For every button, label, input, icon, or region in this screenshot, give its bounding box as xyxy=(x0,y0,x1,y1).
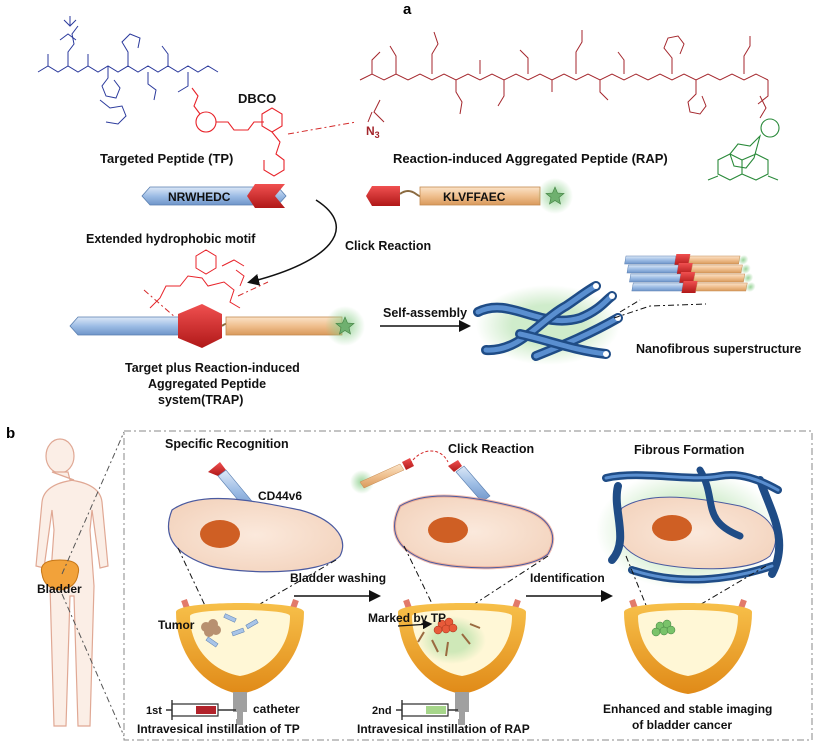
imaged-tumor xyxy=(651,619,676,637)
second-label: 2nd xyxy=(372,705,392,717)
tumor-label: Tumor xyxy=(158,618,195,632)
result-caption-line1: Enhanced and stable imaging xyxy=(603,702,772,716)
dbco-label: DBCO xyxy=(238,91,276,106)
marked-by-tp-label: Marked by TP xyxy=(368,611,446,625)
panel-b-letter: b xyxy=(6,425,15,442)
tp-probe-icon-2 xyxy=(448,460,491,503)
rap-chemical-structure xyxy=(359,30,769,123)
panel-a-letter: a xyxy=(403,1,412,18)
tp-linker xyxy=(191,87,285,177)
trap-caption-line2: Aggregated Peptide xyxy=(148,377,266,391)
tp-caption: Targeted Peptide (TP) xyxy=(100,151,233,166)
tp-probes-in-bladder xyxy=(205,613,259,648)
first-label: 1st xyxy=(146,705,162,717)
nanofiber-label: Nanofibrous superstructure xyxy=(636,342,801,356)
step2-caption: Intravesical instillation of RAP xyxy=(357,722,530,736)
cd44v6-label: CD44v6 xyxy=(258,489,302,503)
tp-sequence: NRWHEDC xyxy=(168,190,231,204)
nucleus-1 xyxy=(200,520,240,548)
fluorescein-dye xyxy=(707,118,780,181)
self-assembly-label: Self-assembly xyxy=(383,306,467,320)
syringe-2-icon xyxy=(396,700,458,720)
panel-b-frame xyxy=(123,430,813,741)
bladder-3 xyxy=(624,599,752,694)
click-reaction-label-a: Click Reaction xyxy=(345,239,431,253)
bladder-icon xyxy=(40,559,80,591)
bladder-washing-label: Bladder washing xyxy=(290,571,386,585)
click-reaction-label-b: Click Reaction xyxy=(448,442,534,456)
rap-probe-icon xyxy=(350,458,414,494)
tp-arrow-icon: NRWHEDC xyxy=(141,184,287,208)
nucleus-3 xyxy=(652,515,692,541)
rap-arrow-icon: KLVFFAEC xyxy=(366,178,573,214)
identification-label: Identification xyxy=(530,571,605,585)
trap-dashed-lines xyxy=(143,281,269,319)
bladder-zoom-lines xyxy=(61,431,125,737)
trap-conjugate-structure xyxy=(149,249,245,309)
catheter-label: catheter xyxy=(253,702,300,716)
azide-label: N3 xyxy=(366,124,380,140)
zoom-lines-1 xyxy=(177,547,337,613)
marked-tumor xyxy=(433,617,458,635)
step1-caption: Intravesical instillation of TP xyxy=(137,722,300,736)
result-caption-line2: of bladder cancer xyxy=(632,718,732,732)
tp-chemical-structure xyxy=(37,16,219,125)
bladder-label: Bladder xyxy=(37,582,82,596)
dbco-azide-connector xyxy=(287,121,357,135)
fiber-network xyxy=(602,466,784,584)
tumor-1 xyxy=(201,619,221,637)
click-curve xyxy=(409,450,449,465)
trap-caption-line1: Target plus Reaction-induced xyxy=(125,361,300,375)
hydrophobic-motif-label: Extended hydrophobic motif xyxy=(86,232,256,246)
marked-arrow xyxy=(397,619,433,630)
zoom-lines-2 xyxy=(403,545,549,617)
nanofiber-bundle xyxy=(473,281,623,365)
cell-3 xyxy=(616,496,776,570)
zoom-connector xyxy=(613,299,707,319)
rap-caption: Reaction-induced Aggregated Peptide (RAP… xyxy=(393,151,668,166)
cell-1 xyxy=(167,497,344,573)
rap-sequence: KLVFFAEC xyxy=(443,190,506,204)
trap-caption-line3: system(TRAP) xyxy=(158,393,243,407)
click-reaction-arrow xyxy=(247,199,337,286)
trap-arrow-icon xyxy=(69,304,365,348)
human-silhouette xyxy=(35,438,109,727)
trap-probes-in-bladder xyxy=(417,623,481,657)
nucleus-2 xyxy=(428,517,468,543)
fibrous-formation-label: Fibrous Formation xyxy=(634,443,744,457)
syringe-1-icon xyxy=(166,700,236,720)
zoomed-peptide-stack xyxy=(624,254,756,293)
specific-recognition-label: Specific Recognition xyxy=(165,437,289,451)
